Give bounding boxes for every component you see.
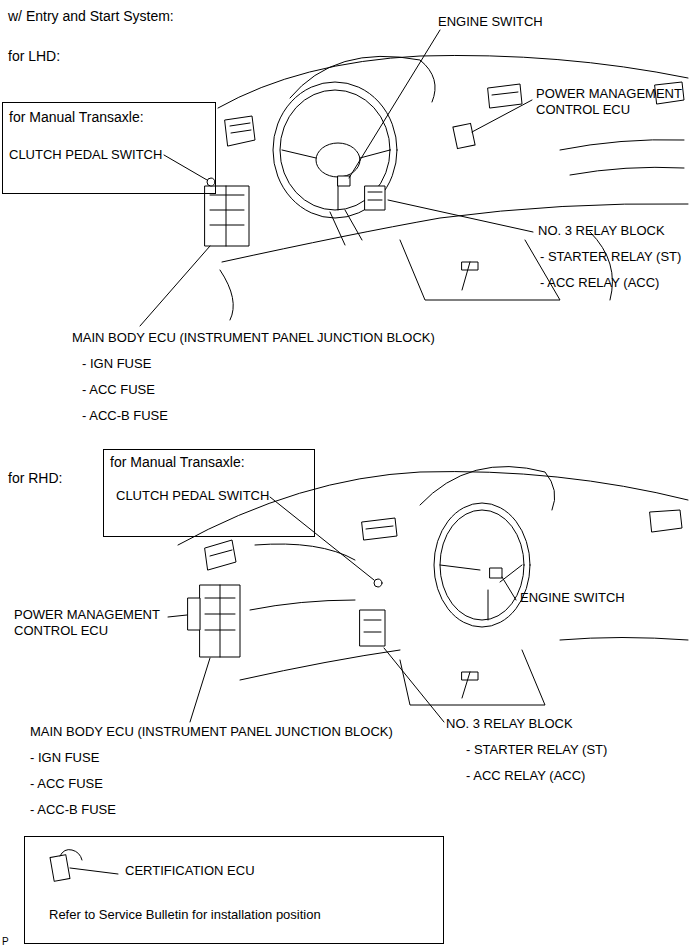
leader-line <box>70 868 118 874</box>
ecu-module <box>188 598 200 630</box>
glove-box <box>250 544 355 610</box>
part-label: - ACC RELAY (ACC) <box>466 768 585 784</box>
part-label: ENGINE SWITCH <box>520 590 625 606</box>
ecu-icon <box>50 855 70 881</box>
steering-wheel <box>434 503 530 627</box>
steering-hub <box>316 143 360 177</box>
part-label: - STARTER RELAY (ST) <box>466 742 607 758</box>
part-label: POWER MANAGEMENT CONTROL ECU <box>536 86 686 117</box>
leader-line <box>190 658 210 722</box>
leader-line <box>502 577 516 600</box>
dash-outline <box>178 472 688 545</box>
leader-line <box>168 615 187 617</box>
engine-switch <box>490 568 502 578</box>
part-label: for RHD: <box>8 470 62 487</box>
center-console <box>400 650 545 705</box>
dash-lower <box>240 638 688 681</box>
part-label: MAIN BODY ECU (INSTRUMENT PANEL JUNCTION… <box>72 330 435 346</box>
steering-column <box>330 210 362 245</box>
shift-lever <box>462 262 478 290</box>
vent <box>362 518 397 540</box>
part-label: - ACC-B FUSE <box>30 802 116 818</box>
part-label: NO. 3 RELAY BLOCK <box>538 223 665 239</box>
clutch-switch <box>374 579 382 587</box>
vent <box>225 116 255 146</box>
relay-block <box>364 620 381 632</box>
vent <box>488 84 522 108</box>
vent <box>650 510 682 532</box>
part-label: - ACC RELAY (ACC) <box>540 275 659 291</box>
leader-line <box>140 246 210 326</box>
vent <box>205 540 236 570</box>
relay-block <box>360 610 385 646</box>
relay-block <box>365 186 385 210</box>
junction-block <box>210 186 244 246</box>
box-text: Refer to Service Bulletin for installati… <box>49 907 321 923</box>
junction-block <box>200 585 240 657</box>
steering-wheel <box>280 90 390 210</box>
part-label: POWER MANAGEMENT CONTROL ECU <box>14 607 164 638</box>
part-label: - ACC FUSE <box>30 776 103 792</box>
box-heading: for Manual Transaxle: <box>110 454 245 471</box>
box-text: CLUTCH PEDAL SWITCH <box>9 147 162 163</box>
box-heading: CERTIFICATION ECU <box>125 863 255 879</box>
part-label: - STARTER RELAY (ST) <box>540 249 681 265</box>
part-label: for LHD: <box>8 48 60 65</box>
ecu-wire <box>60 850 82 860</box>
center-console <box>400 240 560 300</box>
engine-switch <box>338 176 350 186</box>
junction-block <box>205 186 249 246</box>
leader-line <box>349 30 440 178</box>
box-heading: for Manual Transaxle: <box>9 109 144 126</box>
part-label: - IGN FUSE <box>82 356 151 372</box>
leader-line <box>164 155 207 180</box>
part-label: NO. 3 RELAY BLOCK <box>446 716 573 732</box>
part-label: P <box>2 936 9 948</box>
part-label: MAIN BODY ECU (INSTRUMENT PANEL JUNCTION… <box>30 724 393 740</box>
note-box: CERTIFICATION ECU Refer to Service Bullet… <box>24 836 444 944</box>
part-label: - ACC FUSE <box>82 382 155 398</box>
leader-line <box>472 100 532 132</box>
ecu-module <box>453 123 475 148</box>
steering-wheel <box>273 82 397 218</box>
part-label: - ACC-B FUSE <box>82 408 168 424</box>
relay-block <box>368 192 382 200</box>
glove-box <box>560 140 684 175</box>
callout-box: for Manual Transaxle: CLUTCH PEDAL SWITCH <box>2 102 216 194</box>
leader-line <box>384 648 444 722</box>
leader-line <box>388 200 533 232</box>
clutch-switch <box>207 178 215 186</box>
steering-spoke <box>440 565 522 620</box>
part-label: ENGINE SWITCH <box>438 14 543 30</box>
heading: w/ Entry and Start System: <box>8 8 174 25</box>
shift-lever <box>462 672 478 698</box>
junction-block <box>205 585 235 657</box>
box-text: CLUTCH PEDAL SWITCH <box>116 488 269 504</box>
part-label: - IGN FUSE <box>30 750 99 766</box>
steering-spoke <box>282 150 390 210</box>
leader-line <box>270 497 374 580</box>
steering-wheel <box>440 510 524 620</box>
callout-box: for Manual Transaxle: CLUTCH PEDAL SWITCH <box>103 449 315 537</box>
